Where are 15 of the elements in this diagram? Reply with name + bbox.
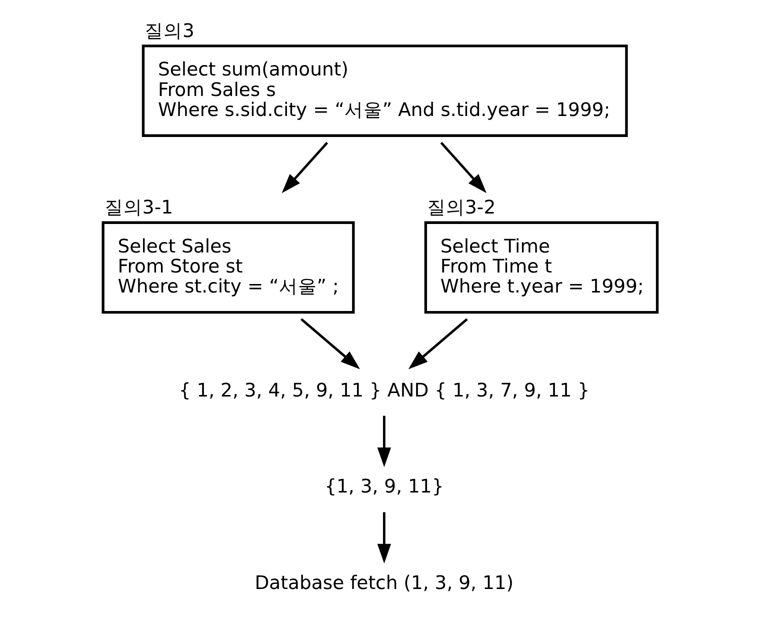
node-box: Select Time From Time t Where t.year = 1999; [424,221,659,314]
node-label: 질의3-1 [104,198,174,219]
node-text: {1, 3, 9, 11} [324,476,444,498]
node-box: Select Sales From Store st Where st.city = “서울” ; [102,221,355,314]
arrow [300,318,360,370]
arrow [440,142,487,194]
arrow [282,142,328,194]
arrow [377,416,392,468]
node-text: { 1, 2, 3, 4, 5, 9, 11 } AND { 1, 3, 7, 9, 11 } [178,380,590,402]
node-box: Select sum(amount) From Sales s Where s.sid.city = “서울” And s.tid.year = 1999; [142,44,628,137]
node-label: 질의3-2 [427,198,496,219]
node-text: Database fetch (1, 3, 9, 11) [254,573,514,594]
node-label: 질의3 [144,20,194,42]
arrow [408,318,468,370]
arrow [377,512,392,564]
